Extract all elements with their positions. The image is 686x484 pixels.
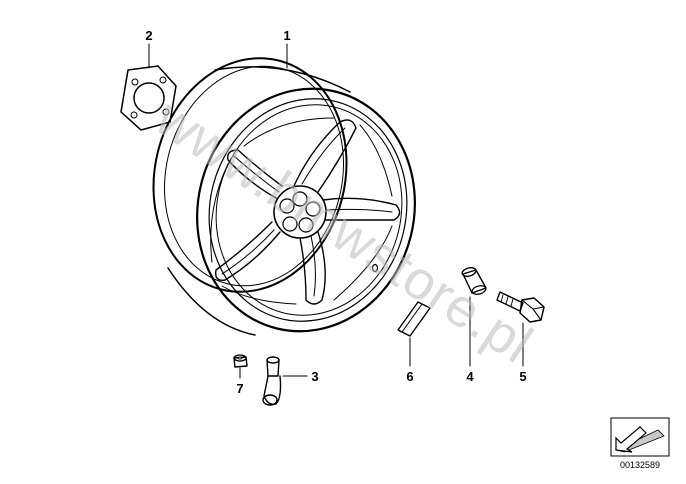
callout-5: 5: [519, 369, 526, 384]
watermark: www.bmwstore.pl: [145, 87, 543, 375]
tyre-valve: [262, 356, 282, 406]
valve-sleeve: [461, 267, 487, 295]
wheel-bolt: [496, 291, 545, 323]
hub-spacer-plate: [120, 65, 177, 131]
callout-6: 6: [406, 369, 413, 384]
callout-4: 4: [466, 369, 474, 384]
reference-number: 00132589: [619, 460, 661, 470]
folder-arrow-icon: [610, 417, 670, 457]
callout-2: 2: [145, 28, 152, 43]
callout-3: 3: [311, 369, 318, 384]
leader-lines: [148, 43, 524, 379]
balance-weight: [397, 301, 431, 337]
valve-nut: [233, 354, 248, 368]
wheel-rim: [152, 57, 416, 336]
callout-1: 1: [283, 28, 290, 43]
callout-7: 7: [236, 381, 243, 396]
